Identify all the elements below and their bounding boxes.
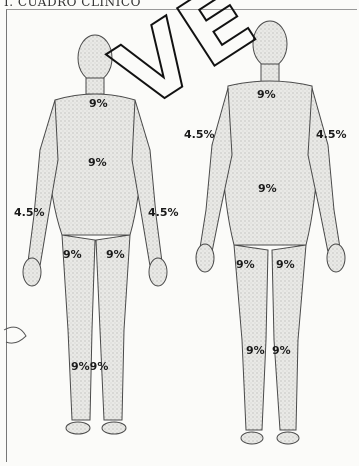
front-left-arm-percent: 4.5% [14, 206, 45, 219]
back-upper-back-percent: 9% [257, 88, 276, 101]
back-left-thigh-percent: 9% [236, 258, 255, 271]
back-right-leg-percent: 9% [272, 344, 291, 357]
back-right-thigh-percent: 9% [276, 258, 295, 271]
front-right-arm-percent: 4.5% [148, 206, 179, 219]
back-left-arm-percent: 4.5% [184, 128, 215, 141]
front-abdomen-percent: 9% [88, 156, 107, 169]
back-right-arm-percent: 4.5% [316, 128, 347, 141]
front-chest-percent: 9% [89, 97, 108, 110]
back-lower-back-percent: 9% [258, 182, 277, 195]
front-right-thigh-percent: 9% [106, 248, 125, 261]
front-legs-percent: 9%9% [71, 360, 108, 373]
back-left-leg-percent: 9% [246, 344, 265, 357]
handwritten-mark [4, 327, 26, 343]
front-left-thigh-percent: 9% [63, 248, 82, 261]
